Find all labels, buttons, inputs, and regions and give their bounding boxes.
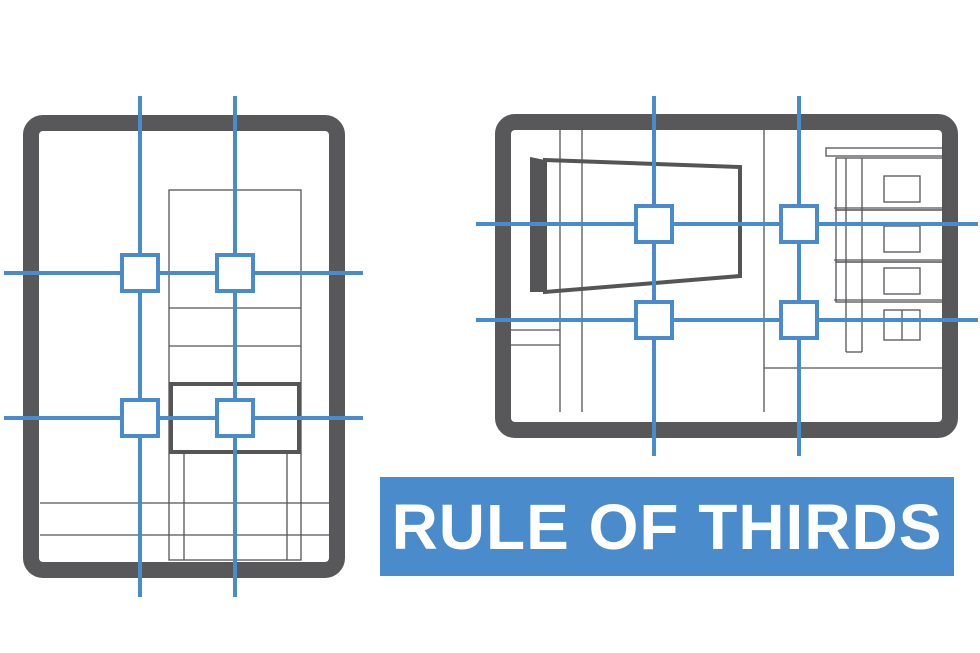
portrait-building-sketch [40,189,330,561]
landscape-power-point [634,204,674,244]
landscape-thirds-grid [476,96,978,456]
landscape-power-point [779,300,819,340]
landscape-power-points [634,204,819,340]
portrait-power-point [120,253,160,293]
landscape-power-point [634,300,674,340]
portrait-power-point [120,398,160,438]
title-banner: RULE OF THIRDS [380,477,954,576]
portrait-power-point [215,398,255,438]
portrait-frame-border [23,115,345,578]
landscape-frame-border [495,114,958,438]
banner-title: RULE OF THIRDS [391,490,943,563]
landscape-street-sketch [511,130,945,412]
portrait-power-points [120,253,255,438]
portrait-power-point [215,253,255,293]
landscape-power-point [779,204,819,244]
title-banner-background [380,477,954,576]
landscape-frame [476,96,978,456]
portrait-frame [4,96,363,597]
portrait-thirds-grid [4,96,363,597]
